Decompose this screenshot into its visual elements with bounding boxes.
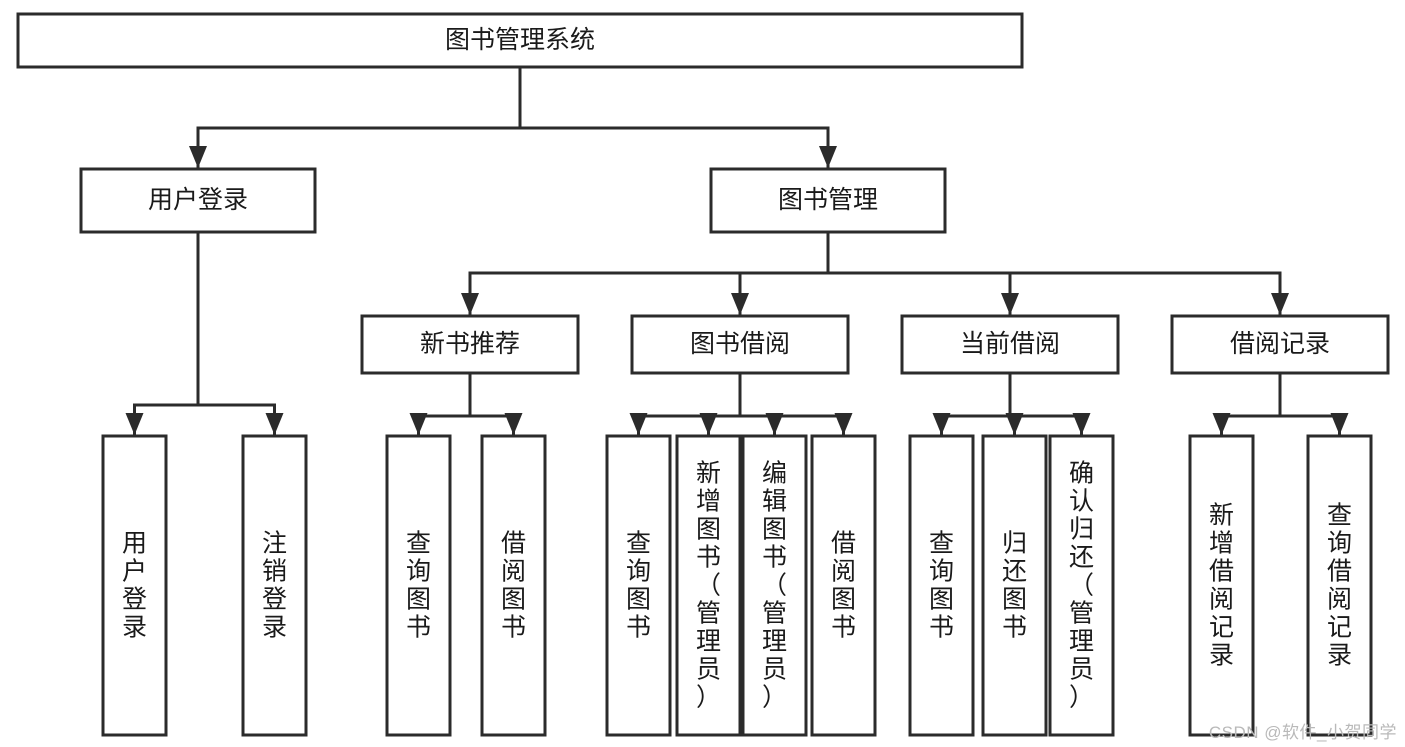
node-leaf-query-borrow-record[interactable]: 查询借阅记录 xyxy=(1306,434,1373,737)
node-label-borrow-record: 借阅记录 xyxy=(1230,330,1330,358)
node-leaf-confirm-return-admin[interactable]: 确认归还（管理员） xyxy=(1048,434,1115,737)
node-label-root: 图书管理系统 xyxy=(445,26,595,54)
node-label-leaf-return-book: 归还图书 xyxy=(1002,530,1027,642)
node-current-borrow[interactable]: 当前借阅 xyxy=(900,314,1120,375)
arrow-to-new-book-recommend xyxy=(461,293,479,315)
node-user-login[interactable]: 用户登录 xyxy=(79,167,317,234)
node-leaf-borrow-book[interactable]: 借阅图书 xyxy=(810,434,877,737)
node-label-current-borrow: 当前借阅 xyxy=(960,330,1060,358)
node-leaf-query-book-rec[interactable]: 查询图书 xyxy=(385,434,452,737)
node-label-leaf-edit-book-admin: 编辑图书（管理员） xyxy=(762,460,787,712)
node-label-leaf-confirm-return-admin: 确认归还（管理员） xyxy=(1069,460,1094,712)
node-box-leaf-edit-book-admin xyxy=(741,434,808,737)
node-leaf-add-borrow-record[interactable]: 新增借阅记录 xyxy=(1188,434,1255,737)
node-box-new-book-recommend xyxy=(360,314,580,375)
arrow-to-user-login xyxy=(189,146,207,168)
arrow-to-leaf-query-book-cur xyxy=(932,413,951,435)
node-label-leaf-borrow-book-rec: 借阅图书 xyxy=(501,530,526,642)
connector-lines xyxy=(125,65,1349,436)
node-box-root xyxy=(16,12,1024,69)
node-box-leaf-return-book xyxy=(981,434,1048,737)
node-box-leaf-query-book-borrow xyxy=(605,434,672,737)
node-book-management[interactable]: 图书管理 xyxy=(709,167,947,234)
arrow-to-leaf-confirm-return-admin xyxy=(1072,413,1091,435)
arrow-to-book-management xyxy=(819,146,837,168)
node-box-user-login xyxy=(79,167,317,234)
arrow-to-leaf-edit-book-admin xyxy=(765,413,784,435)
node-label-new-book-recommend: 新书推荐 xyxy=(420,330,520,358)
arrow-to-leaf-add-borrow-record xyxy=(1212,413,1231,435)
node-box-book-management xyxy=(709,167,947,234)
node-box-leaf-query-book-rec xyxy=(385,434,452,737)
node-book-borrow[interactable]: 图书借阅 xyxy=(630,314,850,375)
arrow-to-leaf-logout-login xyxy=(265,413,284,435)
node-box-leaf-query-book-cur xyxy=(908,434,975,737)
node-box-leaf-add-borrow-record xyxy=(1188,434,1255,737)
node-label-leaf-logout-login: 注销登录 xyxy=(262,530,287,642)
node-leaf-return-book[interactable]: 归还图书 xyxy=(981,434,1048,737)
node-box-book-borrow xyxy=(630,314,850,375)
node-leaf-query-book-borrow[interactable]: 查询图书 xyxy=(605,434,672,737)
arrow-to-leaf-borrow-book-rec xyxy=(504,413,523,435)
node-label-leaf-user-login: 用户登录 xyxy=(122,530,147,642)
arrow-to-leaf-add-book-admin xyxy=(699,413,718,435)
node-borrow-record[interactable]: 借阅记录 xyxy=(1170,314,1390,375)
node-label-leaf-query-book-borrow: 查询图书 xyxy=(626,530,651,642)
node-leaf-edit-book-admin[interactable]: 编辑图书（管理员） xyxy=(741,434,808,737)
node-label-user-login: 用户登录 xyxy=(148,186,248,214)
node-box-leaf-confirm-return-admin xyxy=(1048,434,1115,737)
node-box-leaf-add-book-admin xyxy=(675,434,742,737)
node-label-leaf-query-book-cur: 查询图书 xyxy=(929,530,954,642)
node-new-book-recommend[interactable]: 新书推荐 xyxy=(360,314,580,375)
arrow-to-leaf-user-login xyxy=(125,413,144,435)
node-leaf-user-login[interactable]: 用户登录 xyxy=(101,434,168,737)
node-box-leaf-borrow-book xyxy=(810,434,877,737)
arrow-to-leaf-query-book-borrow xyxy=(629,413,648,435)
node-label-leaf-add-book-admin: 新增图书（管理员） xyxy=(696,460,721,712)
node-box-borrow-record xyxy=(1170,314,1390,375)
arrow-to-leaf-return-book xyxy=(1005,413,1024,435)
arrow-to-leaf-borrow-book xyxy=(834,413,853,435)
arrow-to-current-borrow xyxy=(1001,293,1019,315)
node-label-leaf-query-book-rec: 查询图书 xyxy=(406,530,431,642)
node-label-leaf-query-borrow-record: 查询借阅记录 xyxy=(1327,502,1352,670)
arrow-to-leaf-query-book-rec xyxy=(409,413,428,435)
node-leaf-query-book-cur[interactable]: 查询图书 xyxy=(908,434,975,737)
arrow-to-book-borrow xyxy=(731,293,749,315)
node-box-leaf-borrow-book-rec xyxy=(480,434,547,737)
node-leaf-add-book-admin[interactable]: 新增图书（管理员） xyxy=(675,434,742,737)
node-label-leaf-add-borrow-record: 新增借阅记录 xyxy=(1209,502,1234,670)
node-box-leaf-query-borrow-record xyxy=(1306,434,1373,737)
node-label-leaf-borrow-book: 借阅图书 xyxy=(831,530,856,642)
node-label-book-borrow: 图书借阅 xyxy=(690,330,790,358)
node-root[interactable]: 图书管理系统 xyxy=(16,12,1024,69)
node-leaf-logout-login[interactable]: 注销登录 xyxy=(241,434,308,737)
node-box-leaf-logout-login xyxy=(241,434,308,737)
arrow-to-leaf-query-borrow-record xyxy=(1330,413,1349,435)
node-label-book-management: 图书管理 xyxy=(778,186,878,214)
arrow-to-borrow-record xyxy=(1271,293,1289,315)
diagram-nodes: 图书管理系统用户登录图书管理新书推荐图书借阅当前借阅借阅记录用户登录注销登录查询… xyxy=(16,12,1390,737)
node-leaf-borrow-book-rec[interactable]: 借阅图书 xyxy=(480,434,547,737)
node-box-current-borrow xyxy=(900,314,1120,375)
node-box-leaf-user-login xyxy=(101,434,168,737)
